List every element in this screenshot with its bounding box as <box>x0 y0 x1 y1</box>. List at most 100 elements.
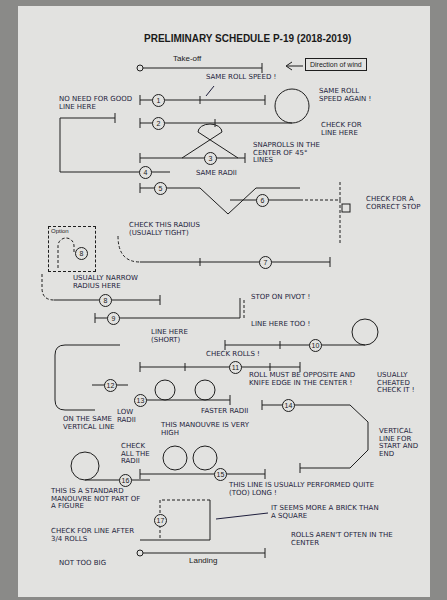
handwritten-note: SAME RADII <box>195 170 255 178</box>
note-leader <box>206 86 214 96</box>
handwritten-note: NOT TOO BIG <box>58 560 118 568</box>
manoeuvre-path <box>118 236 140 262</box>
node-text: 3 <box>209 155 213 162</box>
manoeuvre-path <box>60 113 170 172</box>
stall-turn-symbol <box>342 204 350 212</box>
handwritten-note: LOW RADII <box>116 409 150 424</box>
handwritten-note: LINE HERE TOO ! <box>250 321 320 329</box>
manoeuvre-path <box>140 124 245 163</box>
manoeuvre-number: 6 <box>256 194 269 207</box>
manoeuvre-path <box>140 500 210 540</box>
manoeuvre-number: 11 <box>229 361 242 374</box>
node-text: Option <box>51 228 69 234</box>
manoeuvre-path <box>140 183 300 214</box>
manoeuvre-number: 3 <box>204 152 217 165</box>
handwritten-note: CHECK FOR A CORRECT STOP <box>365 196 427 211</box>
manoeuvre-path <box>140 469 265 479</box>
manoeuvre-number: 15 <box>214 468 227 481</box>
manoeuvre-loop <box>155 380 175 400</box>
handwritten-note: IT SEEMS MORE A BRICK THAN A SQUARE <box>270 505 385 520</box>
handwritten-note: CHECK FOR LINE AFTER 3/4 ROLLS <box>50 528 138 543</box>
manoeuvre-number: 4 <box>139 166 152 179</box>
manoeuvre-number: 8 <box>75 247 88 260</box>
manoeuvre-number: 10 <box>309 339 322 352</box>
option-figure <box>58 238 74 268</box>
manoeuvre-number: 5 <box>154 182 167 195</box>
node-text: 17 <box>157 517 165 524</box>
manoeuvre-path <box>85 480 150 481</box>
node-text: 8 <box>104 297 108 304</box>
takeoff-start <box>137 65 143 71</box>
node-text: 14 <box>285 402 293 409</box>
handwritten-note: VERTICAL LINE FOR START AND END <box>378 428 430 459</box>
manoeuvre-number: 17 <box>154 514 167 527</box>
node-text: 6 <box>261 197 265 204</box>
runway-label: Take-off <box>172 55 232 64</box>
node-text: Direction of wind <box>310 61 362 68</box>
node-text: 4 <box>144 169 148 176</box>
wind-box: Direction of wind <box>305 58 367 71</box>
manoeuvre-path <box>146 395 230 405</box>
wind-arrow <box>286 62 303 70</box>
handwritten-note: CHECK ALL THE RADII <box>120 443 160 466</box>
handwritten-note: NO NEED FOR GOOD LINE HERE <box>58 96 138 111</box>
handwritten-note: FASTER RADII <box>200 408 260 416</box>
handwritten-note: THIS IS A STANDARD MANOUVRE NOT PART OF … <box>50 488 142 511</box>
manoeuvre-number: 1 <box>152 94 165 107</box>
manoeuvre-loop <box>275 89 309 123</box>
manoeuvre-path <box>140 257 330 267</box>
manoeuvre-loop <box>71 452 99 480</box>
note-leader <box>216 513 268 519</box>
handwritten-note: SNAPROLLS IN THE CENTER OF 45° LINES <box>252 142 327 165</box>
manoeuvre-loop <box>193 446 217 470</box>
manoeuvre-loop <box>352 319 378 345</box>
handwritten-note: USUALLY CHEATED CHECK IT ! <box>376 372 430 395</box>
manoeuvre-path <box>140 362 300 372</box>
handwritten-note: CHECK FOR LINE HERE <box>320 122 378 137</box>
manoeuvre-number: 14 <box>282 399 295 412</box>
manoeuvre-loop <box>163 446 187 470</box>
node-text: 9 <box>112 315 116 322</box>
manoeuvre-number: 16 <box>119 474 132 487</box>
node-text: 10 <box>312 342 320 349</box>
handwritten-note: CHECK THIS RADIUS (USUALLY TIGHT) <box>128 222 216 237</box>
node-text: 7 <box>264 259 268 266</box>
manoeuvre-number: 9 <box>107 312 120 325</box>
handwritten-note: USUALLY NARROW RADIUS HERE <box>72 275 144 290</box>
handwritten-note: SAME ROLL SPEED AGAIN ! <box>318 88 380 103</box>
manoeuvre-path <box>225 340 365 350</box>
node-text: 12 <box>107 382 115 389</box>
handwritten-note: LINE HERE (SHORT) <box>150 329 205 344</box>
takeoff-line <box>143 63 262 73</box>
manoeuvre-path <box>262 400 368 473</box>
handwritten-note: SAME ROLL SPEED ! <box>205 74 295 82</box>
manoeuvre-path <box>300 182 340 245</box>
manoeuvre-loop <box>195 380 215 400</box>
node-text: 5 <box>159 185 163 192</box>
schedule-title: PRELIMINARY SCHEDULE P-19 (2018-2019) <box>144 33 351 44</box>
node-text: 8 <box>80 250 84 257</box>
manoeuvre-path <box>42 274 54 300</box>
node-text: 15 <box>217 471 225 478</box>
manoeuvre-number: 12 <box>104 379 117 392</box>
manoeuvre-number: 7 <box>259 256 272 269</box>
node-text: 16 <box>122 477 130 484</box>
handwritten-note: THIS MANOUVRE IS VERY HIGH <box>160 422 255 437</box>
handwritten-note: CHECK ROLLS ! <box>205 351 275 359</box>
handwritten-note: ROLL MUST BE OPPOSITE AND KNIFE EDGE IN … <box>248 372 373 387</box>
handwritten-note: THIS LINE IS USUALLY PERFORMED QUITE (TO… <box>228 482 378 497</box>
manoeuvre-number: 13 <box>134 394 147 407</box>
handwritten-note: STOP ON PIVOT ! <box>250 294 325 302</box>
runway-label: Landing <box>188 557 248 566</box>
option-box: Option 8 <box>48 226 96 272</box>
node-text: 13 <box>137 397 145 404</box>
manoeuvre-path <box>160 500 210 540</box>
manoeuvre-path <box>244 300 245 318</box>
manoeuvre-path <box>55 345 128 410</box>
manoeuvre-number: 8 <box>99 294 112 307</box>
landing-end <box>137 550 143 556</box>
node-text: 11 <box>232 364 239 371</box>
node-text: 2 <box>157 120 161 127</box>
manoeuvre-number: 2 <box>152 117 165 130</box>
handwritten-note: ROLLS AREN'T OFTEN IN THE CENTER <box>290 532 415 547</box>
